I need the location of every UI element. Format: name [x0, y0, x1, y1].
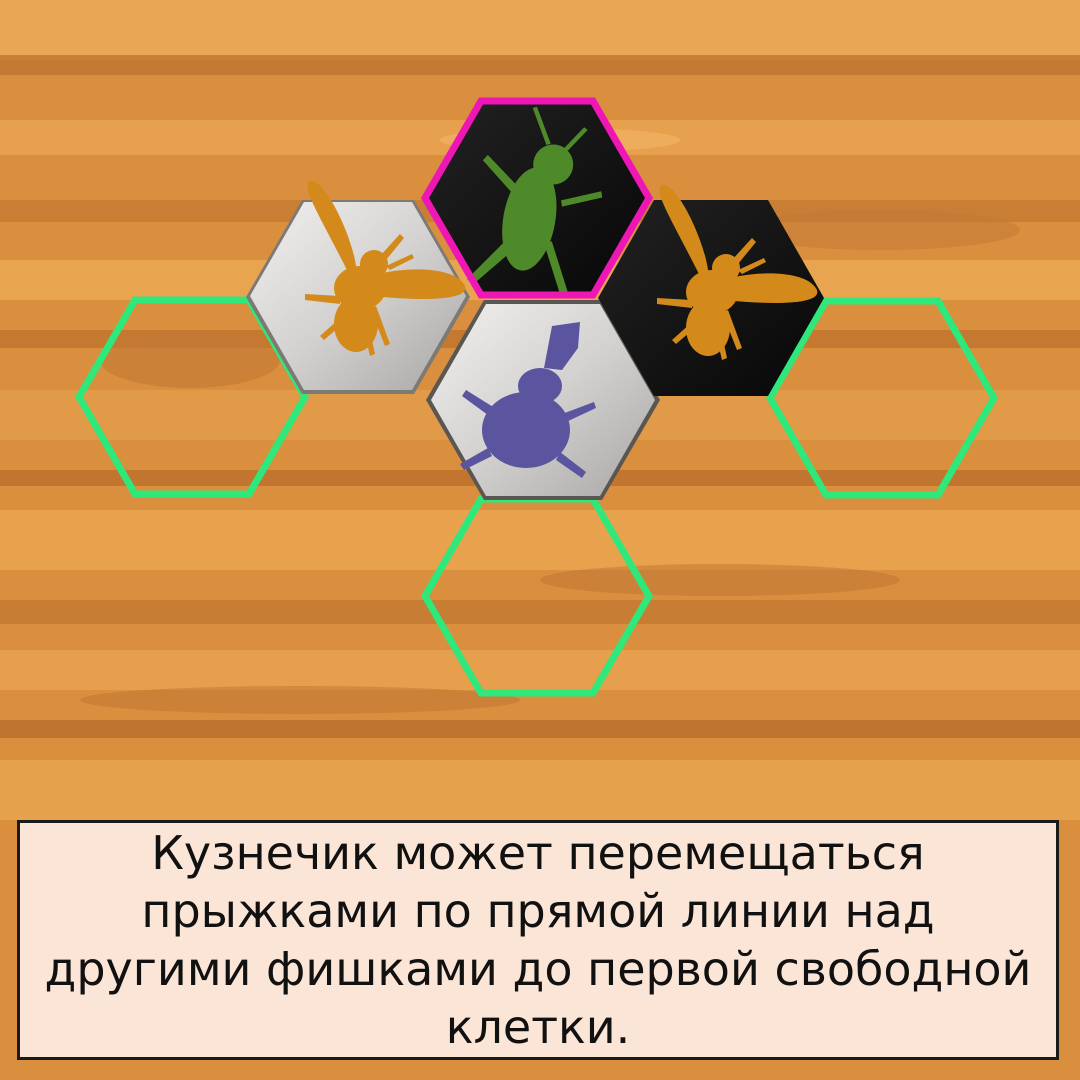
selection-outline — [420, 97, 654, 299]
move-target-right[interactable] — [765, 297, 999, 499]
tile-queen-bee-white[interactable] — [246, 180, 470, 394]
tile-beetle-white[interactable] — [426, 300, 660, 500]
tile-grasshopper-black[interactable] — [420, 97, 654, 304]
tile-queen-bee-black[interactable] — [598, 184, 824, 396]
instruction-caption-box: Кузнечик может перемещаться прыжками по … — [17, 820, 1059, 1060]
instruction-caption-text: Кузнечик может перемещаться прыжками по … — [44, 826, 1032, 1054]
